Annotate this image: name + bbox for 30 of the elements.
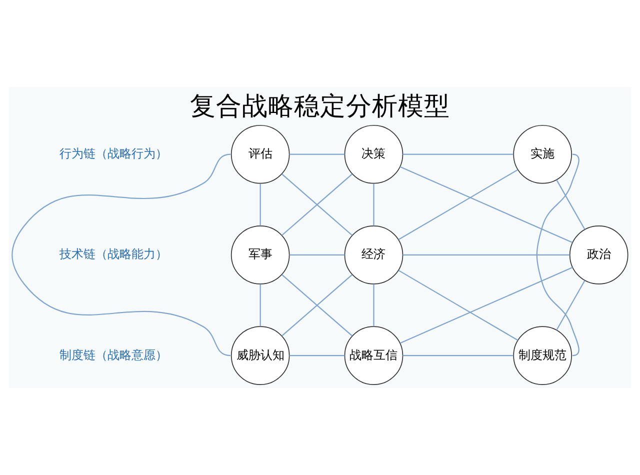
connector (402, 355, 514, 356)
node-circle: 战略互信 (344, 326, 404, 386)
connector (556, 280, 586, 330)
connector (373, 284, 374, 326)
connector (12, 154, 231, 356)
connector (260, 284, 261, 326)
connector (289, 154, 345, 155)
label: 制度链（战略意愿） (60, 348, 168, 362)
node-circle: 决策 (344, 124, 404, 184)
connector (400, 266, 573, 344)
connector (398, 169, 518, 240)
connector (373, 184, 374, 226)
connector (556, 180, 586, 230)
node-circle: 制度规范 (513, 326, 572, 386)
node-circle: 军事 (230, 226, 290, 284)
connector (402, 254, 570, 256)
connector (402, 154, 514, 155)
label: 行为链（战略行为） (60, 146, 168, 161)
connector (289, 355, 345, 356)
node-circle: 威胁认知 (230, 326, 290, 386)
connector (400, 166, 573, 244)
connector (398, 270, 518, 341)
connector (289, 254, 345, 256)
node-circle: 评估 (230, 124, 290, 184)
node-circle: 经济 (344, 226, 404, 284)
connector (260, 184, 261, 226)
node-circle: 实施 (513, 124, 572, 184)
node-circle: 政治 (569, 226, 628, 284)
diagram-title: 复合战略稳定分析模型 (190, 91, 450, 122)
label: 技术链（战略能力） (60, 247, 168, 262)
